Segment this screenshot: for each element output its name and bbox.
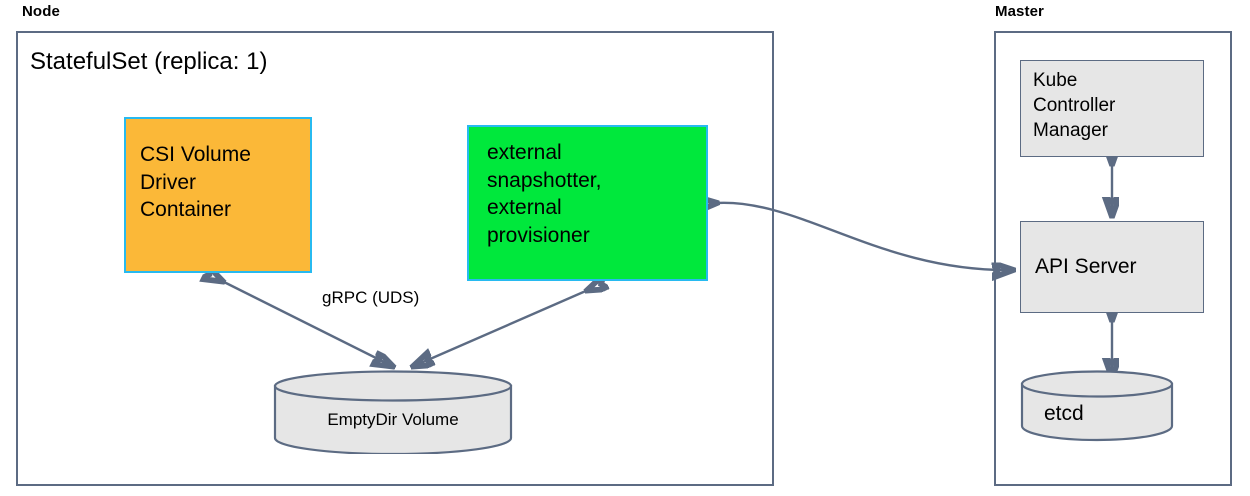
csi-volume-driver-label: CSI Volume Driver Container — [140, 143, 251, 222]
node-group-label: Node — [22, 3, 60, 20]
emptydir-volume-node: EmptyDir Volume — [273, 370, 513, 454]
statefulset-title: StatefulSet (replica: 1) — [30, 48, 268, 75]
kube-controller-manager-label: Kube Controller Manager — [1033, 70, 1116, 142]
emptydir-volume-label: EmptyDir Volume — [327, 410, 459, 429]
grpc-edge-label: gRPC (UDS) — [322, 288, 420, 307]
external-sidecars-node: external snapshotter, external provision… — [467, 125, 708, 281]
cylinder-shape-icon — [273, 370, 513, 454]
etcd-label: etcd — [1044, 402, 1084, 425]
kube-controller-manager-node: Kube Controller Manager — [1020, 60, 1204, 157]
api-server-label: API Server — [1035, 255, 1137, 279]
api-server-node: API Server — [1020, 221, 1204, 313]
etcd-node: etcd — [1020, 370, 1174, 442]
cylinder-shape-icon — [1020, 370, 1174, 442]
external-sidecars-label: external snapshotter, external provision… — [487, 141, 602, 248]
csi-volume-driver-container-node: CSI Volume Driver Container — [124, 117, 312, 273]
master-group-label: Master — [995, 3, 1044, 20]
